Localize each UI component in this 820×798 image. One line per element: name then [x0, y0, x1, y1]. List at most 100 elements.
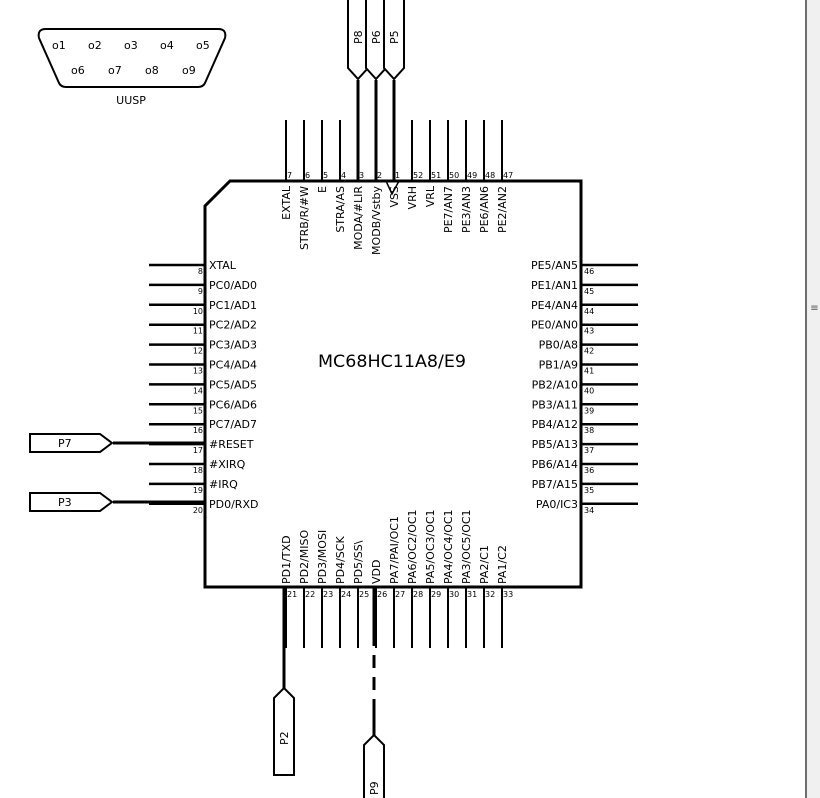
pin-label: PB7/A15: [532, 478, 578, 491]
pin-number: 9: [198, 287, 203, 296]
pin-label: PA1/C2: [496, 545, 509, 584]
pin-label: PD1/TXD: [280, 535, 293, 584]
pin-label: PE5/AN5: [531, 259, 578, 272]
pin-label: PA6/OC2/OC1: [406, 509, 419, 584]
vertical-scrollbar[interactable]: ≡: [805, 0, 820, 798]
chip-part-name: MC68HC11A8/E9: [318, 352, 466, 372]
db9-pin-label: o8: [145, 64, 159, 77]
pin-label: PC6/AD6: [209, 398, 257, 411]
pin-number: 18: [193, 466, 203, 475]
pin-label: PE1/AN1: [531, 279, 578, 292]
pins-bottom: 21PD1/TXD22PD2/MISO23PD3/MOSI24PD4/SCK25…: [280, 509, 513, 648]
pin-number: 23: [323, 590, 333, 599]
pin-label: PB0/A8: [539, 339, 578, 352]
pin-right: 35 PB7/A15: [532, 478, 638, 495]
pin-number: 27: [395, 590, 405, 599]
pin-number: 41: [584, 367, 594, 376]
pin-number: 30: [449, 590, 459, 599]
pin-number: 17: [193, 446, 203, 455]
pin-number: 13: [193, 367, 203, 376]
pin-bottom: 26 VDD: [370, 560, 387, 648]
pin-left: 9 PC0/AD0: [149, 279, 257, 296]
db9-shell-icon: [37, 28, 227, 88]
pin-label: #XIRQ: [209, 458, 246, 471]
pin-label: PA7/PAI/OC1: [388, 516, 401, 584]
pin-number: 52: [413, 171, 423, 180]
pin-label: PB4/A12: [532, 418, 578, 431]
pin-label: PC3/AD3: [209, 339, 257, 352]
pin-number: 4: [341, 171, 346, 180]
pins-right: 46PE5/AN545PE1/AN144PE4/AN443PE0/AN042PB…: [531, 259, 638, 515]
pin-label: VRL: [424, 185, 437, 207]
pin-label: PC5/AD5: [209, 378, 257, 391]
pin-number: 33: [503, 590, 513, 599]
pin-number: 22: [305, 590, 315, 599]
pin-label: STRA/AS: [334, 186, 347, 233]
svg-text:P9: P9: [368, 781, 381, 795]
pin-number: 15: [193, 406, 203, 415]
pin-number: 37: [584, 446, 594, 455]
port-p5: P5: [383, 0, 405, 81]
pin-label: PE7/AN7: [442, 186, 455, 233]
pin-number: 45: [584, 287, 594, 296]
svg-text:P8: P8: [352, 30, 365, 44]
pin-top: 5E: [316, 120, 329, 193]
pin-number: 46: [584, 267, 594, 276]
svg-text:P3: P3: [58, 496, 72, 509]
pin-label: PE2/AN2: [496, 186, 509, 233]
pin-left: 15 PC6/AD6: [149, 398, 257, 415]
pin-bottom: 21 PD1/TXD: [280, 535, 297, 648]
pin-label: PE6/AN6: [478, 186, 491, 233]
grip-lines-icon[interactable]: ≡: [810, 303, 819, 314]
pin-label: #RESET: [209, 438, 254, 451]
pin-number: 50: [449, 171, 459, 180]
pin-label: VDD: [370, 560, 383, 584]
pin-number: 5: [323, 171, 328, 180]
pin-number: 39: [584, 406, 594, 415]
pin-number: 51: [431, 171, 441, 180]
pin-number: 24: [341, 590, 351, 599]
pin-number: 26: [377, 590, 387, 599]
pin-label: PE4/AN4: [531, 299, 578, 312]
pin-label: VRH: [406, 186, 419, 209]
pin-number: 35: [584, 486, 594, 495]
pin-number: 6: [305, 171, 310, 180]
db9-pin-label: o7: [108, 64, 122, 77]
pin-label: PC0/AD0: [209, 279, 257, 292]
svg-text:P2: P2: [278, 731, 291, 745]
svg-text:P7: P7: [58, 437, 72, 450]
pin-label: XTAL: [209, 259, 237, 272]
pin-label: PE3/AN3: [460, 186, 473, 233]
vss-ground-icon: [384, 180, 401, 196]
pin-label: PC2/AD2: [209, 319, 257, 332]
pin-number: 32: [485, 590, 495, 599]
db9-pin-label: o2: [88, 39, 102, 52]
pin-number: 16: [193, 426, 203, 435]
pin-number: 21: [287, 590, 297, 599]
pin-number: 11: [193, 327, 203, 336]
db9-pin-label: o6: [71, 64, 85, 77]
port-p7: P7: [29, 433, 114, 453]
